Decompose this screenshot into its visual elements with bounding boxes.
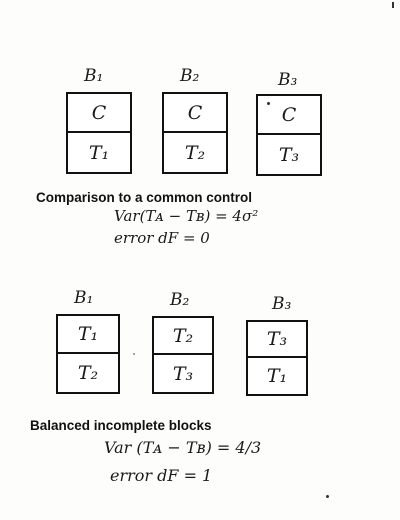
block-label-b1: B₁ — [84, 66, 104, 86]
block-label-b3: B₃ — [272, 294, 292, 314]
error-df-1: error dF = 0 — [114, 229, 210, 247]
variance-formula-1: Var(Tᴀ − Tʙ) = 4σ² — [114, 207, 259, 225]
error-df-2: error dF = 1 — [110, 466, 213, 485]
scan-speck — [326, 495, 329, 498]
block-b3: C T₃ — [256, 94, 322, 176]
block-label-b2: B₂ — [170, 290, 190, 310]
scan-speck — [267, 102, 270, 105]
block-b3: T₃ T₁ — [246, 320, 308, 396]
scan-speck — [133, 353, 135, 355]
block-label-b3: B₃ — [278, 70, 298, 90]
block-b1: T₁ T₂ — [56, 314, 120, 394]
cell-top: T₁ — [58, 316, 118, 354]
cell-top: T₃ — [248, 322, 306, 358]
heading-balanced-incomplete: Balanced incomplete blocks — [30, 418, 212, 433]
cell-bottom: T₂ — [184, 141, 206, 164]
block-b1: C T₁ — [66, 92, 132, 174]
cell-bottom: T₁ — [266, 365, 288, 387]
cell-top: C — [258, 96, 320, 135]
cell-bottom: T₃ — [278, 143, 300, 166]
cell-top: C — [164, 94, 226, 133]
block-b2: C T₂ — [162, 92, 228, 174]
block-label-b2: B₂ — [180, 66, 200, 86]
block-label-b1: B₁ — [74, 288, 94, 308]
heading-common-control: Comparison to a common control — [36, 190, 253, 205]
variance-formula-2: Var (Tᴀ − Tʙ) = 4/3 — [104, 438, 262, 457]
cell-top: C — [68, 94, 130, 133]
cell-bottom: T₃ — [172, 362, 194, 385]
block-b2: T₂ T₃ — [152, 316, 214, 394]
cell-top: T₂ — [154, 318, 212, 355]
cell-bottom: T₂ — [77, 362, 99, 384]
scan-speck — [392, 2, 394, 8]
cell-bottom: T₁ — [88, 141, 110, 164]
